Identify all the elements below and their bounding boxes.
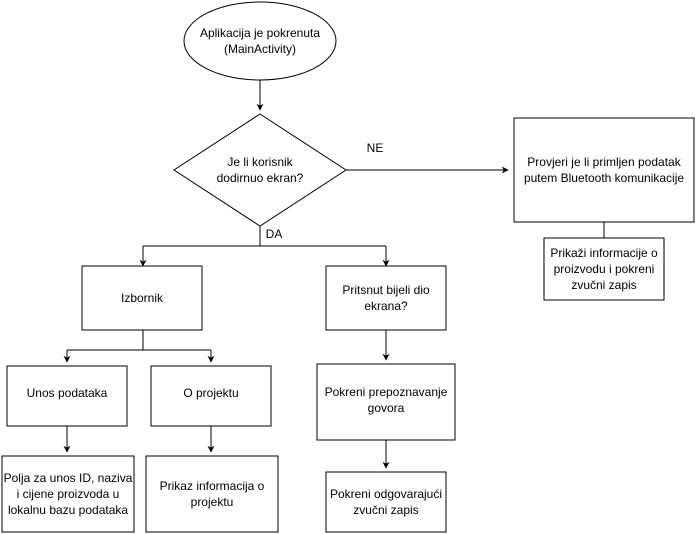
project-info-box (145, 455, 279, 533)
connectors (63, 80, 605, 469)
about-project-label: O projektu (183, 386, 239, 400)
decision-label: Je li korisnik dodirnuo ekran? (216, 155, 304, 185)
about-project-box (150, 365, 272, 427)
project-info-label: Prikaz informacija o projektu (159, 479, 265, 509)
entry-fields-box (1, 455, 135, 533)
bluetooth-check-label: Provjeri je li primljen podatak putem Bl… (523, 155, 685, 185)
data-entry-box (6, 365, 128, 427)
start-label: Aplikacija je pokrenuta (MainActivity) (199, 26, 321, 56)
speech-recognition-box (316, 363, 456, 441)
speech-recognition-label: Pokreni prepoznavanje govora (324, 385, 448, 415)
white-part-label: Pritsnut bijeli dio ekrana? (342, 283, 430, 313)
bluetooth-check-box (513, 117, 695, 223)
menu-box (81, 265, 203, 331)
play-sound-label: Pokreni odgovarajući zvučni zapis (329, 487, 443, 517)
entry-fields-label: Polja za unos ID, naziva i cijene proizv… (3, 471, 133, 517)
menu-label: Izbornik (120, 291, 164, 305)
show-product-info-box (543, 237, 665, 301)
decision-diamond (173, 113, 347, 227)
edge-label-yes: DA (265, 227, 283, 241)
start-ellipse (183, 1, 337, 81)
play-sound-box (325, 471, 447, 533)
show-product-info-label: Prikaži informacije o proizvodu i pokren… (550, 246, 658, 292)
data-entry-label: Unos podataka (26, 386, 108, 400)
white-part-box (325, 265, 447, 331)
edge-label-no: NE (366, 141, 384, 155)
